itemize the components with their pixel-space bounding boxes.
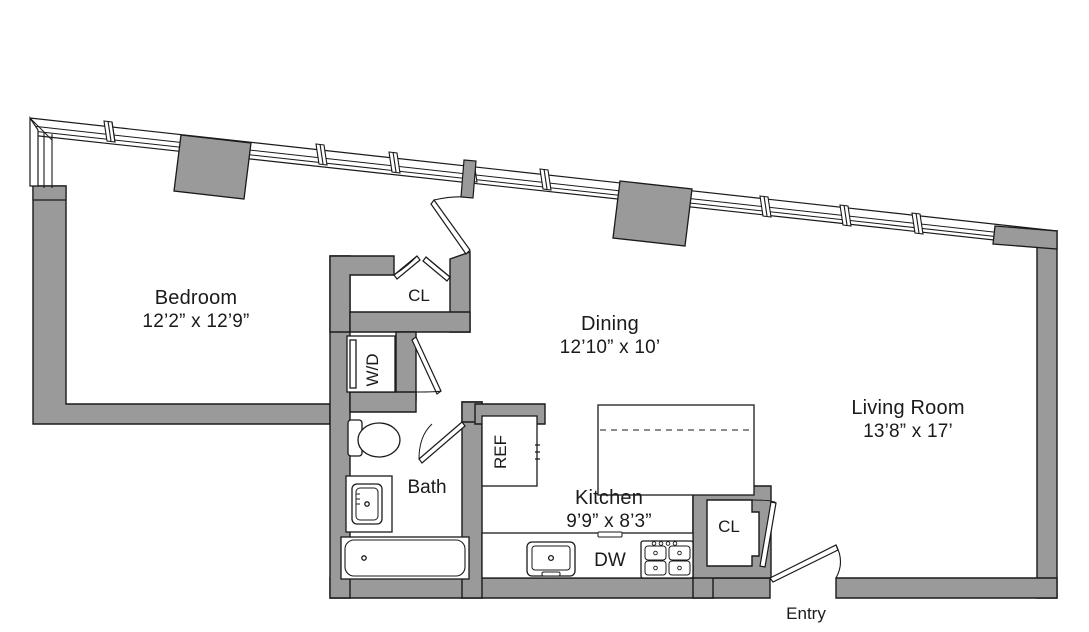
window-post-center: [460, 159, 477, 199]
door-closet-entry-leaf: [759, 501, 777, 568]
door-entry-leaf: [769, 544, 839, 583]
wall-closet-bedroom-south: [349, 311, 471, 333]
label-closet-bedroom: CL: [408, 286, 430, 305]
window-wall-band: [29, 116, 1058, 250]
closet-entry-interior: [706, 499, 760, 567]
door-wd-leaf: [411, 336, 442, 395]
dishwasher-front: [597, 531, 623, 538]
door-closet-bedroom-right-leaf: [422, 256, 451, 282]
label-dishwasher: DW: [594, 550, 626, 571]
wall-closet-bedroom: [329, 255, 395, 333]
door-wd-arc: [415, 390, 442, 393]
fixtures: [340, 335, 755, 580]
label-closet-entry: CL: [718, 517, 740, 536]
window-wall-corner-right: [992, 225, 1058, 250]
range-burner-dot-tl: [653, 550, 658, 556]
door-closet-bedroom-left-arc: [393, 255, 418, 276]
bathtub-basin: [344, 539, 466, 577]
door-bath-arc: [418, 423, 433, 460]
hvac-unit-right: [612, 180, 693, 247]
washer-dryer-door: [349, 339, 357, 389]
label-bath: Bath: [407, 477, 447, 498]
window-wall-left-mullion: [43, 133, 53, 188]
window-wall-corner-diagonal: [29, 117, 53, 141]
door-bath-leaf: [418, 421, 466, 464]
wall-left-exterior: [32, 185, 331, 425]
wall-bottom-right: [835, 577, 1058, 599]
kitchen-sink-drain: [547, 554, 555, 562]
kitchen-peninsula: [597, 404, 755, 496]
bath-sink-drain: [364, 501, 370, 507]
label-washer-dryer: W/D: [363, 353, 382, 387]
hvac-unit-left: [173, 134, 252, 200]
door-dining-leaf: [430, 198, 471, 255]
door-closet-entry-arc: [751, 499, 777, 504]
door-closet-bedroom-right-arc: [425, 256, 451, 278]
label-refrigerator: REF: [491, 435, 510, 469]
doors: [393, 196, 842, 583]
bathtub-drain: [361, 555, 367, 561]
door-entry-arc: [835, 544, 842, 579]
bath-sink-faucet: [356, 493, 360, 505]
wall-left-column: [32, 185, 67, 201]
range-burner-dot-bl: [653, 565, 658, 571]
refrigerator-unit: [481, 415, 538, 487]
range-burner-dot-tr: [677, 550, 682, 556]
window-wall-corner-left: [29, 116, 39, 187]
wall-wd-south: [349, 391, 417, 413]
range-control-knobs: [651, 541, 678, 546]
door-dining-swing: [433, 196, 465, 201]
label-entry: Entry: [786, 604, 826, 623]
kitchen-sink-faucet: [541, 571, 561, 577]
toilet-bowl: [357, 422, 401, 458]
range-burner-dot-br: [677, 565, 682, 571]
wall-right-exterior: [1036, 229, 1058, 599]
door-closet-bedroom-left-leaf: [393, 255, 421, 280]
